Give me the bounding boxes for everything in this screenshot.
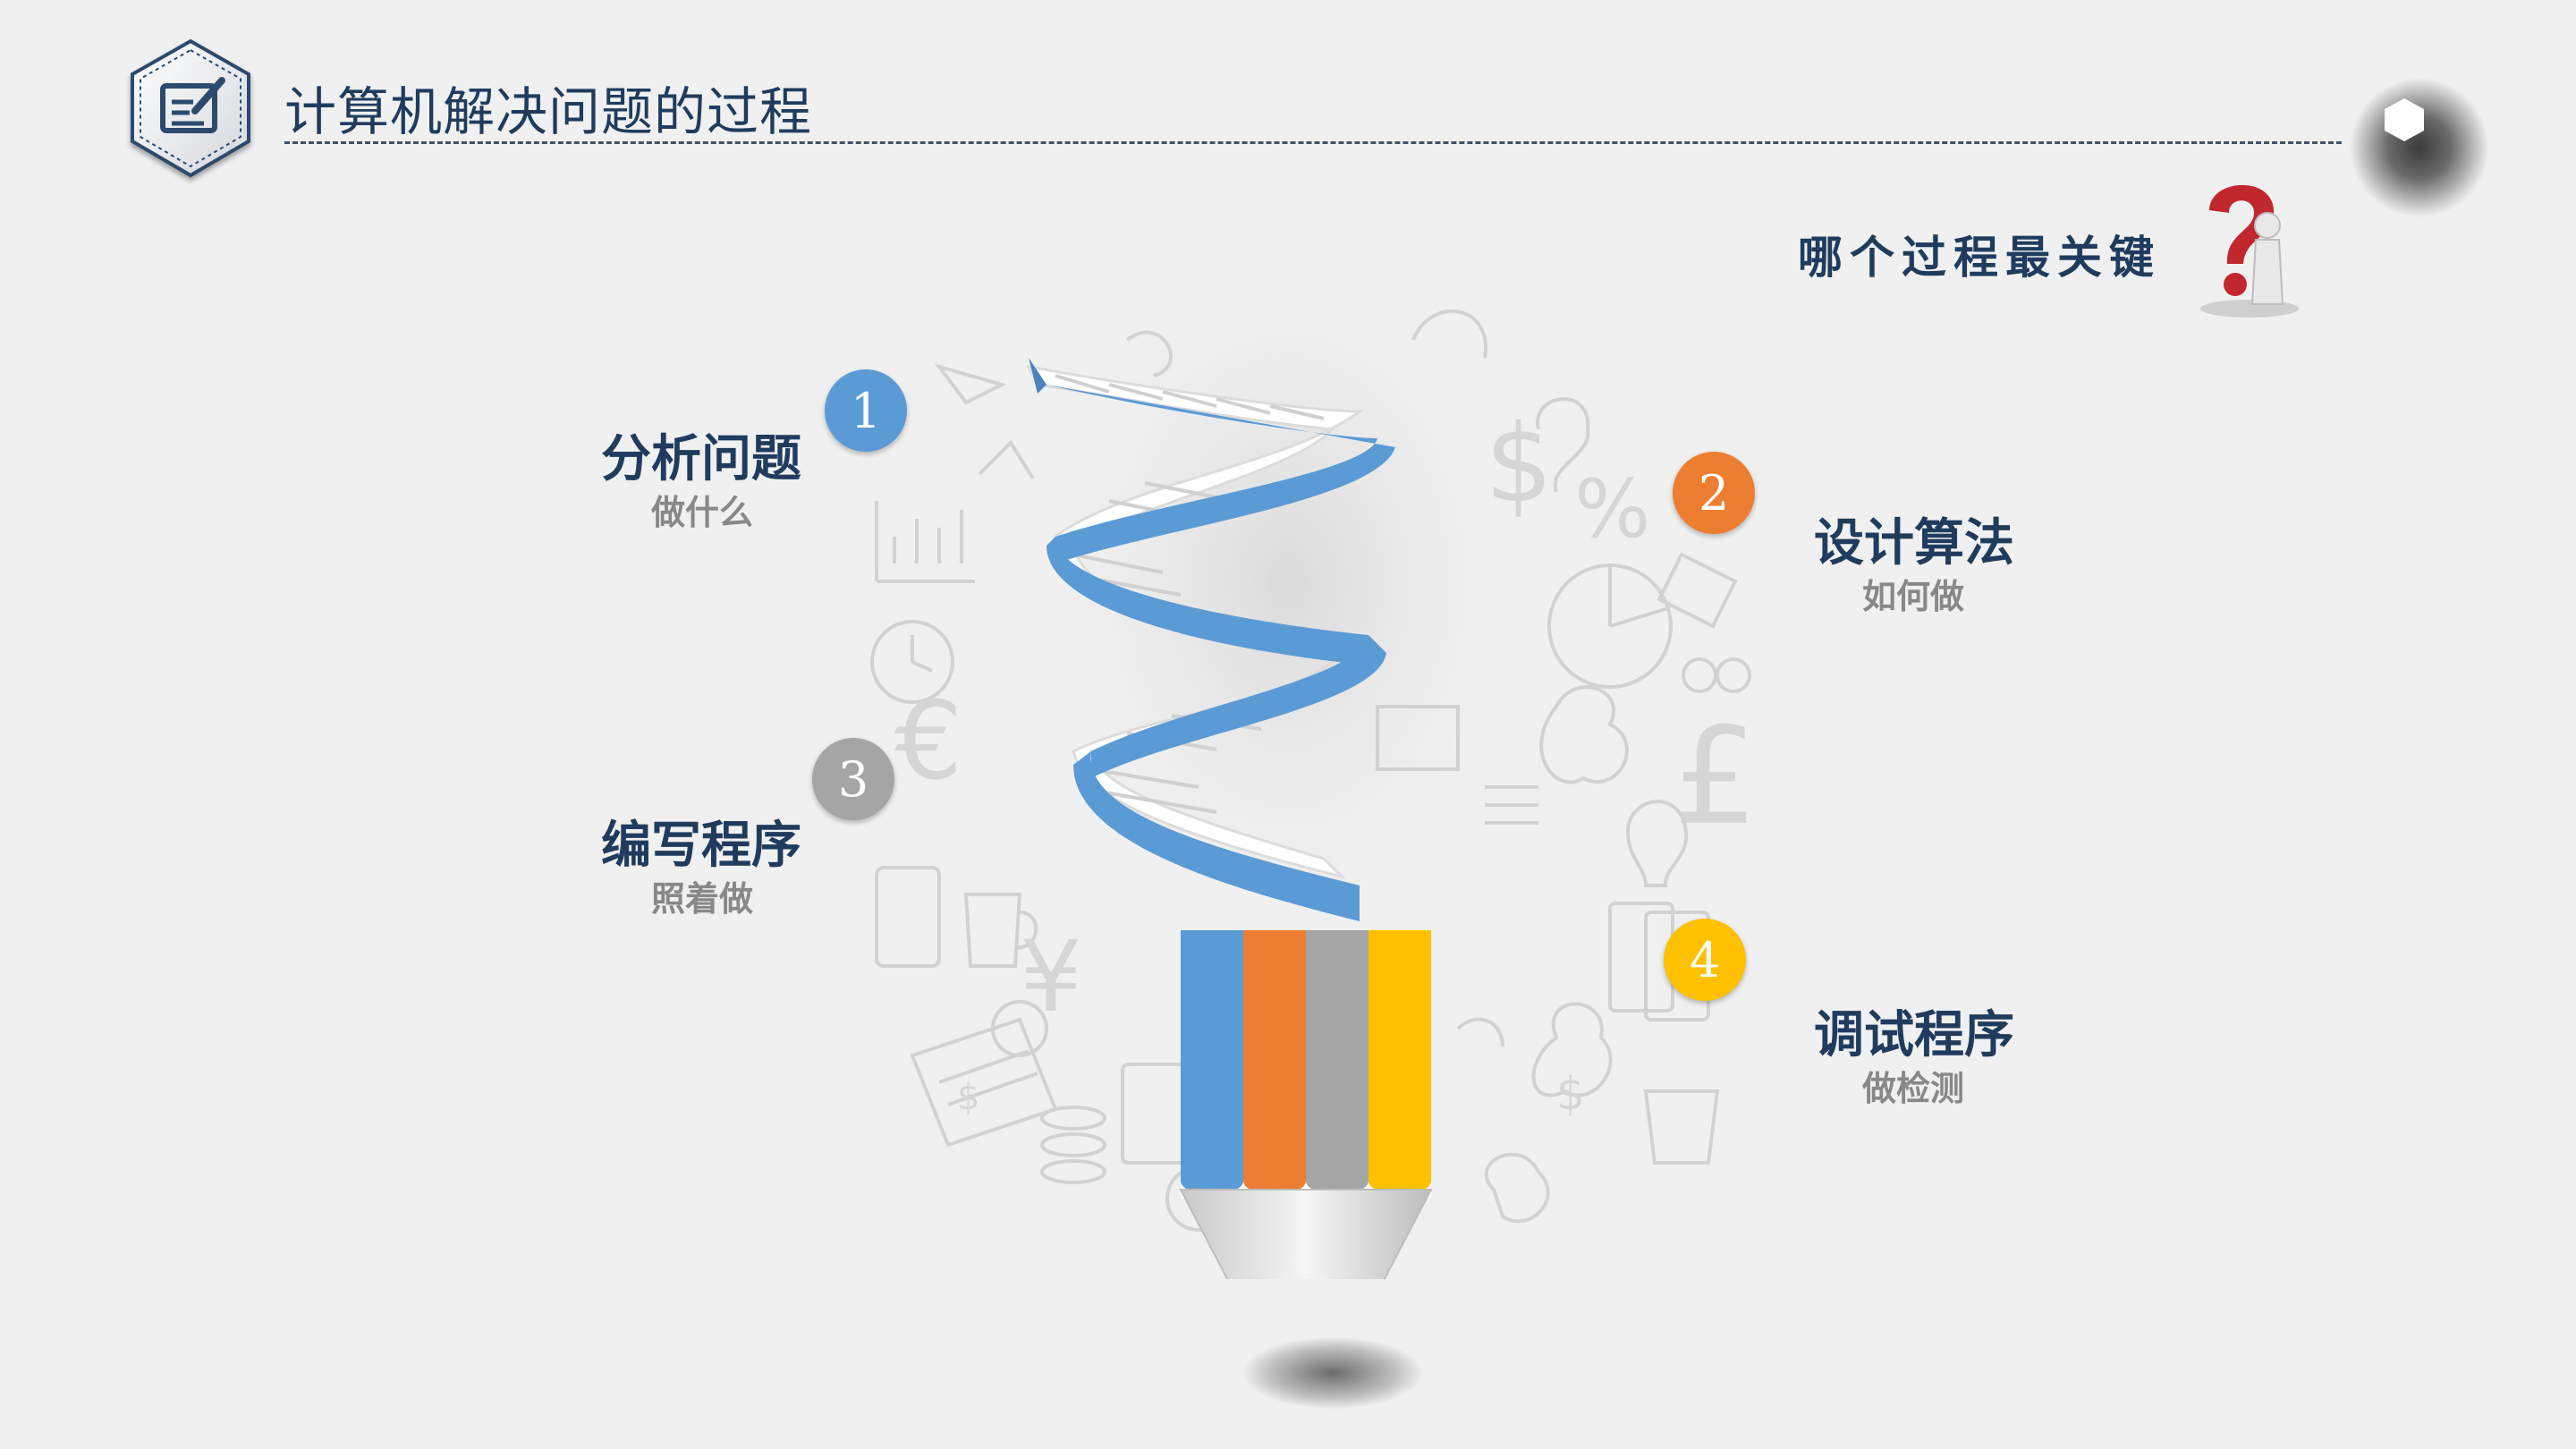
- step-2-number-badge: 2: [1673, 452, 1755, 534]
- step-1-title: 分析问题: [601, 430, 801, 488]
- svg-text:€: €: [894, 680, 962, 804]
- svg-text:$: $: [1556, 1068, 1585, 1120]
- title-divider: [284, 141, 2342, 144]
- question-mark-figure-icon: [2200, 184, 2299, 318]
- slide-title: 计算机解决问题的过程: [284, 81, 813, 142]
- step-4-number-badge: 4: [1664, 919, 1746, 1001]
- step-3-subtitle: 照着做: [651, 879, 754, 919]
- pencil-floor-shadow: [1243, 1337, 1422, 1409]
- step-3-title: 编写程序: [601, 817, 801, 875]
- svg-text:$: $: [957, 1077, 979, 1118]
- step-2-subtitle: 如何做: [1862, 577, 1965, 616]
- pencil-spiral-staircase-illustration: € ¥ $ $ % £: [870, 206, 1758, 1279]
- step-1-subtitle: 做什么: [651, 493, 754, 532]
- step-2-title: 设计算法: [1814, 514, 2014, 572]
- svg-text:$: $: [1485, 402, 1553, 527]
- svg-text:%: %: [1574, 462, 1651, 556]
- edit-note-icon: [131, 38, 250, 178]
- svg-text:¥: ¥: [1020, 919, 1082, 1034]
- step-1-number-badge: 1: [825, 369, 907, 452]
- step-3-number-badge: 3: [812, 738, 894, 820]
- step-4-title: 调试程序: [1814, 1006, 2014, 1064]
- question-prompt: 哪个过程最关键: [1798, 231, 2161, 284]
- step-4-subtitle: 做检测: [1862, 1069, 1965, 1108]
- hexagon-ball-icon: [2350, 78, 2489, 217]
